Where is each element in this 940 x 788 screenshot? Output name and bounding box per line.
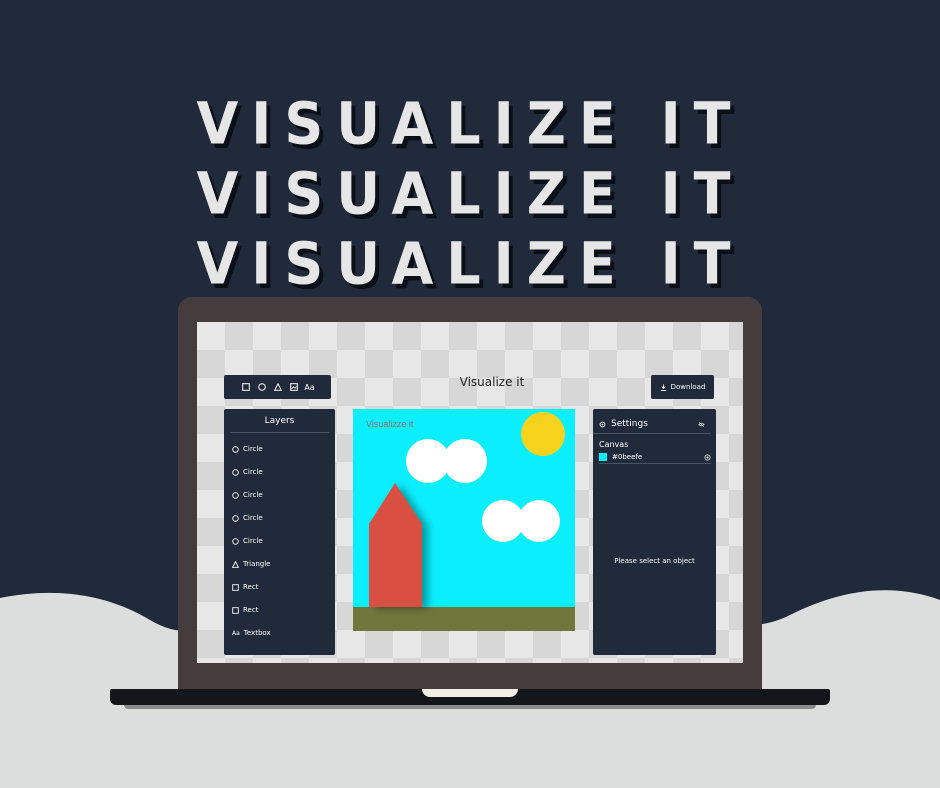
canvas-cloud-circle: [443, 439, 487, 483]
layer-label: Circle: [243, 491, 263, 499]
layer-label: Circle: [243, 445, 263, 453]
layer-item-triangle[interactable]: Triangle: [232, 560, 271, 568]
circle-icon: [232, 445, 239, 453]
layer-label: Circle: [243, 468, 263, 476]
hide-icon[interactable]: [698, 421, 705, 428]
layer-label: Triangle: [243, 560, 271, 568]
circle-icon: [232, 491, 239, 499]
layer-label: Textbox: [243, 629, 271, 637]
color-swatch[interactable]: [599, 453, 607, 461]
app-title: Visualize it: [459, 375, 525, 389]
settings-panel: Settings Canvas #0beefe Please select an…: [593, 409, 716, 655]
layer-label: Circle: [243, 537, 263, 545]
layer-label: Circle: [243, 514, 263, 522]
settings-header: Settings: [593, 409, 711, 434]
layers-panel: Layers Circle Circle Circle Circle Circl…: [224, 409, 335, 655]
app-screen: Aa Visualize it Download Layers Circle C…: [197, 322, 743, 663]
layer-item-circle[interactable]: Circle: [232, 537, 263, 545]
layer-item-textbox[interactable]: Aa Textbox: [232, 629, 271, 637]
download-button[interactable]: Download: [651, 375, 714, 399]
layer-label: Rect: [243, 583, 259, 591]
laptop-notch: [422, 689, 518, 697]
canvas-house-rect: [369, 523, 422, 607]
rect-icon: [232, 606, 239, 614]
drawing-canvas[interactable]: Visualizze it: [353, 409, 575, 631]
canvas-settings-label: Canvas: [599, 440, 629, 449]
shape-toolbar: Aa: [224, 375, 331, 399]
headline-line-3: VISUALIZE IT: [196, 229, 744, 298]
canvas-cloud-circle: [406, 439, 450, 483]
rect-icon: [232, 583, 239, 591]
download-label: Download: [670, 383, 706, 391]
layer-label: Rect: [243, 606, 259, 614]
headline-line-2: VISUALIZE IT: [196, 159, 744, 228]
color-picker-icon[interactable]: [704, 454, 711, 461]
triangle-icon: [232, 560, 239, 568]
canvas-textbox: Visualizze it: [366, 419, 414, 429]
laptop-base: [110, 689, 830, 705]
settings-title: Settings: [611, 419, 648, 429]
circle-icon: [232, 537, 239, 545]
canvas-ground: [353, 607, 575, 631]
canvas-color-row[interactable]: #0beefe: [599, 452, 711, 464]
laptop-base-shadow: [124, 705, 816, 709]
circle-icon: [232, 468, 239, 476]
canvas-cloud-circle: [482, 500, 524, 542]
rect-tool-icon[interactable]: [241, 382, 251, 392]
headline-line-1: VISUALIZE IT: [196, 89, 744, 158]
text-icon: Aa: [232, 629, 240, 637]
layer-item-circle[interactable]: Circle: [232, 491, 263, 499]
color-value: #0beefe: [612, 453, 643, 461]
canvas-sun: [521, 412, 565, 456]
gear-icon: [599, 421, 606, 427]
layer-item-rect[interactable]: Rect: [232, 606, 258, 614]
layer-item-circle[interactable]: Circle: [232, 514, 263, 522]
circle-tool-icon[interactable]: [257, 382, 267, 392]
download-icon: [660, 383, 666, 391]
canvas-cloud-circle: [518, 500, 560, 542]
text-tool-icon[interactable]: Aa: [304, 382, 315, 392]
empty-selection-message: Please select an object: [614, 557, 695, 565]
circle-icon: [232, 514, 239, 522]
triangle-tool-icon[interactable]: [273, 382, 283, 392]
layer-item-rect[interactable]: Rect: [232, 583, 258, 591]
layer-item-circle[interactable]: Circle: [232, 468, 263, 476]
canvas-house-roof: [369, 483, 422, 524]
layers-title: Layers: [230, 409, 329, 433]
image-tool-icon[interactable]: [289, 382, 299, 392]
layer-item-circle[interactable]: Circle: [232, 445, 263, 453]
